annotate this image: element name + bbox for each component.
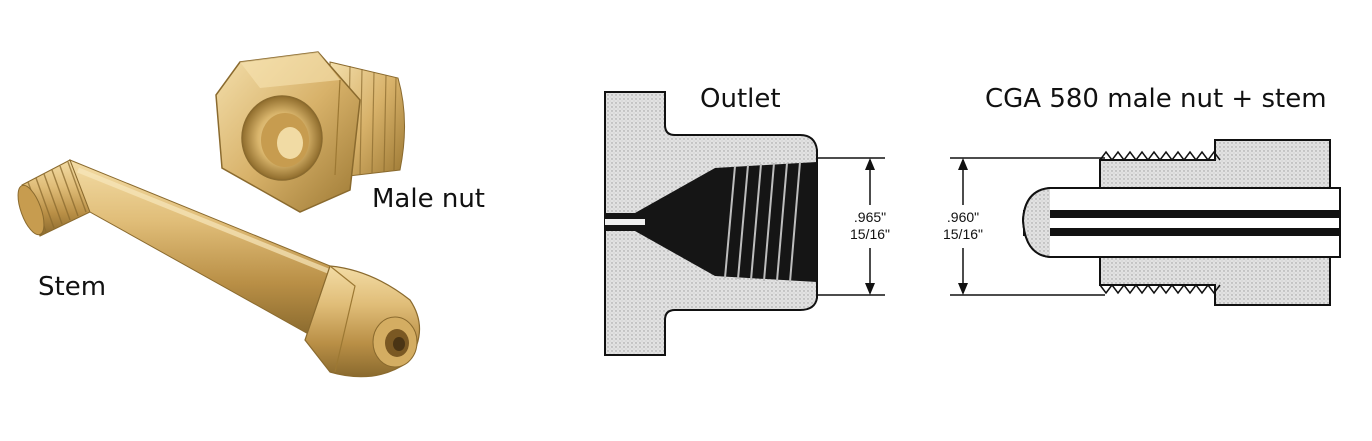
- photo-panel: Stem Male nut: [0, 0, 560, 441]
- male-nut-label: Male nut: [372, 184, 486, 214]
- cga-label: CGA 580 male nut + stem: [985, 84, 1327, 114]
- outlet-section: [604, 91, 885, 356]
- nut-dimension-decimal: .960": [946, 209, 980, 225]
- outlet-dimension-fraction: 15/16": [849, 226, 890, 242]
- male-nut-stem-section: [950, 139, 1341, 306]
- stem-part: [17, 159, 421, 378]
- nut-dimension-label: .960" 15/16": [928, 209, 998, 243]
- male-nut-part: [215, 51, 405, 213]
- cross-section-diagram: Outlet CGA 580 male nut + stem .965" 15/…: [595, 70, 1355, 370]
- cross-section-drawing: [604, 91, 1341, 356]
- nut-dimension-fraction: 15/16": [942, 226, 983, 242]
- stem-label: Stem: [38, 272, 107, 302]
- outlet-dimension-decimal: .965": [853, 209, 887, 225]
- brass-fittings-photo: [17, 51, 421, 378]
- outlet-label: Outlet: [700, 84, 781, 114]
- outlet-dimension-label: .965" 15/16": [835, 209, 905, 243]
